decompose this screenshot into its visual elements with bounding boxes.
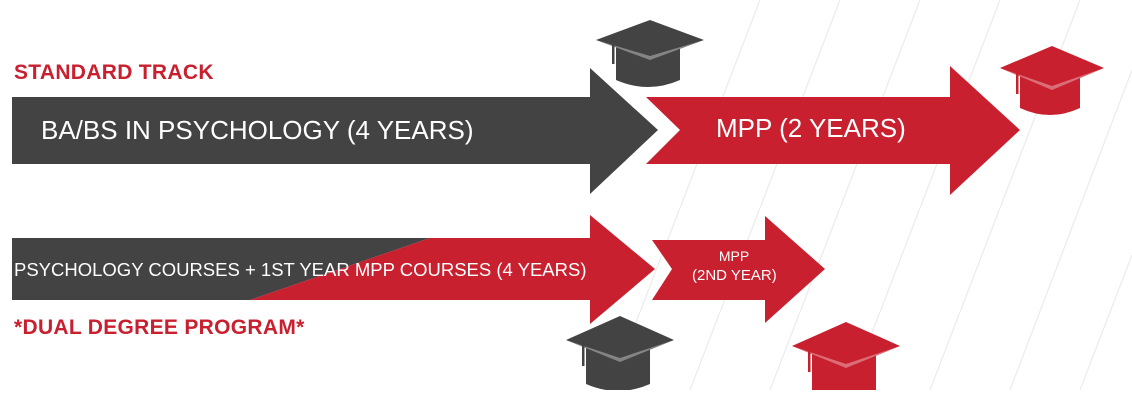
standard-stage1-label: BA/BS IN PSYCHOLOGY (4 YEARS) xyxy=(41,115,474,145)
background-lines xyxy=(609,0,1132,391)
graduation-cap-icon xyxy=(792,322,900,395)
dual-stage1-arrow-dark xyxy=(12,238,430,300)
dual-stage1-arrow-red xyxy=(250,215,655,324)
dual-stage1-label: PSYCHOLOGY COURSES + 1ST YEAR MPP COURSE… xyxy=(14,259,587,280)
standard-stage1-arrow xyxy=(12,68,658,194)
graduation-cap-icon xyxy=(566,316,674,391)
standard-stage2-arrow xyxy=(646,66,1020,195)
dual-degree-title: *DUAL DEGREE PROGRAM* xyxy=(14,316,305,339)
standard-stage2-label: MPP (2 YEARS) xyxy=(716,113,906,143)
graduation-cap-icon xyxy=(596,20,704,87)
dual-stage2-arrow xyxy=(652,216,825,323)
standard-track-title: STANDARD TRACK xyxy=(14,61,214,84)
dual-stage2-label-line2: (2ND YEAR) xyxy=(692,267,777,284)
graduation-cap-icon xyxy=(1000,46,1104,115)
dual-stage2-label-line1: MPP xyxy=(718,248,750,264)
